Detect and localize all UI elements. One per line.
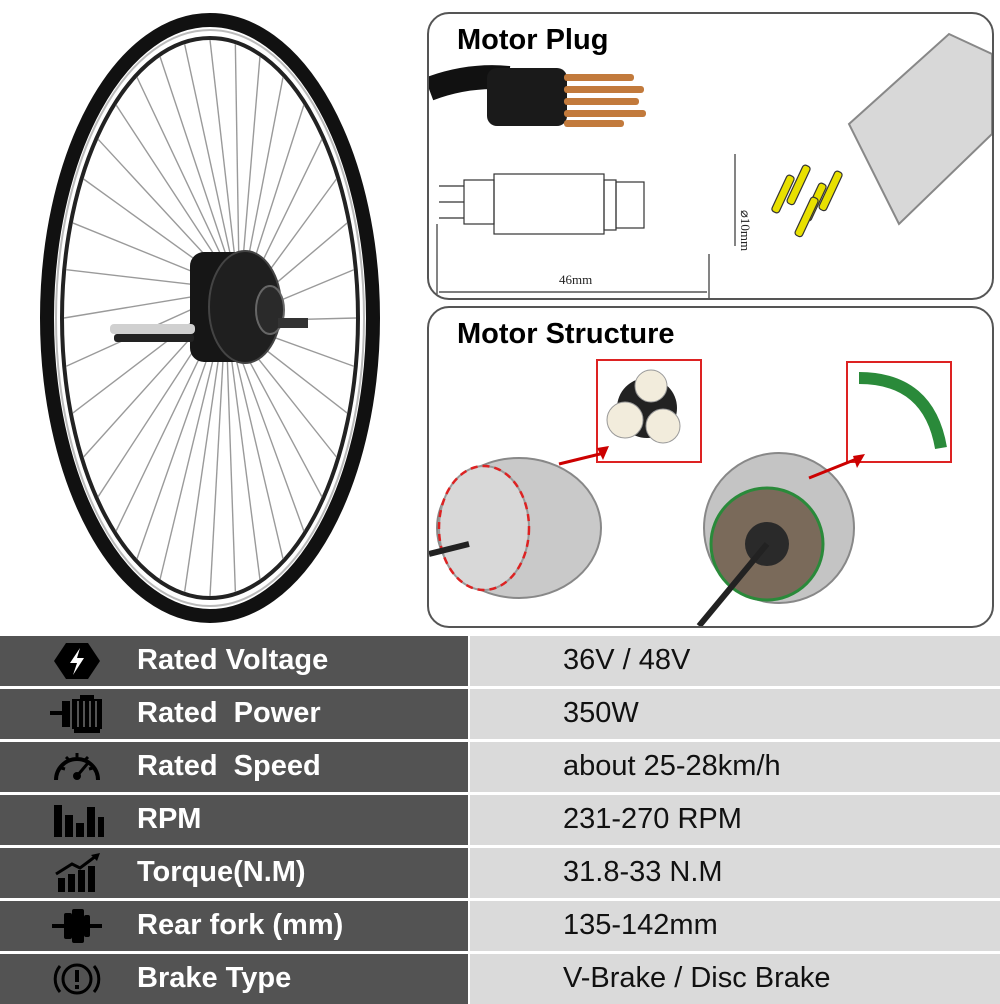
motor-structure-title: Motor Structure: [457, 318, 675, 350]
wheel-spoke: [97, 138, 222, 273]
bar-chart-icon: [54, 805, 104, 837]
wheel-spoke: [115, 104, 225, 270]
wheel-spoke: [209, 39, 237, 270]
spec-label: RPM: [137, 803, 202, 835]
spec-row-brake-type: Brake Type V-Brake / Disc Brake: [0, 954, 1000, 1004]
spec-value: V-Brake / Disc Brake: [563, 962, 831, 994]
brake-warning-icon: [53, 963, 101, 995]
spec-row-rated-power: Rated Power 350W: [0, 689, 1000, 739]
hub-axle-icon: [52, 909, 102, 943]
wheel-spoke: [229, 346, 261, 580]
motor-plug-illustration: 46mm ⌀10mm: [429, 32, 992, 298]
wheel-spoke: [115, 326, 216, 532]
wheel-spoke: [240, 56, 261, 277]
spec-value: 231-270 RPM: [563, 803, 742, 835]
ebike-wheel-image: [40, 13, 380, 623]
wheel-spoke: [235, 344, 305, 532]
spec-table: Rated Voltage 36V / 48V Rated Power 350W: [0, 636, 1000, 1004]
spec-row-torque: Torque(N.M) 31.8-33 N.M: [0, 848, 1000, 898]
wheel-spoke: [238, 341, 323, 498]
spec-label: Rated Voltage: [137, 644, 329, 676]
wheel-spoke: [234, 44, 240, 273]
motor-icon: [50, 695, 102, 733]
motor-structure-illustration: [429, 359, 952, 626]
spec-value: 31.8-33 N.M: [563, 856, 723, 888]
spec-row-rated-voltage: Rated Voltage 36V / 48V: [0, 636, 1000, 686]
motor-plug-panel: Motor Plug 46mm ⌀10mm: [427, 12, 994, 300]
spec-label: Torque(N.M): [137, 856, 306, 888]
wheel-spoke: [159, 56, 231, 268]
wheel-spoke: [66, 269, 215, 288]
wheel-spoke: [209, 344, 225, 597]
wheel-spoke: [159, 337, 220, 580]
wheel-spoke: [183, 44, 234, 268]
spec-value: 350W: [563, 697, 639, 729]
wheel-spoke: [243, 77, 284, 282]
spec-value: about 25-28km/h: [563, 750, 781, 782]
wheel-spoke: [136, 332, 217, 559]
wheel-spoke: [226, 346, 237, 592]
plug-length-dimension: 46mm: [559, 272, 592, 287]
wheel-spoke: [136, 76, 228, 268]
wheel-spoke: [63, 292, 214, 319]
spec-row-rpm: RPM 231-270 RPM: [0, 795, 1000, 845]
wheel-spoke: [232, 346, 284, 559]
lightning-hexagon-icon: [54, 643, 100, 679]
spec-value: 36V / 48V: [563, 644, 691, 676]
spec-label: Rear fork (mm): [137, 909, 344, 941]
motor-structure-panel: Motor Structure: [427, 306, 994, 628]
spec-row-rear-fork: Rear fork (mm) 135-142mm: [0, 901, 1000, 951]
spec-row-rated-speed: Rated Speed about 25-28km/h: [0, 742, 1000, 792]
spec-label: Rated Speed: [137, 750, 321, 782]
motor-plug-title: Motor Plug: [457, 24, 609, 56]
speedometer-icon: [54, 753, 100, 781]
rising-bars-icon: [55, 853, 100, 892]
spec-value: 135-142mm: [563, 909, 718, 941]
wheel-spoke: [183, 341, 222, 592]
spec-label: Rated Power: [137, 697, 321, 729]
plug-diameter-dimension: ⌀10mm: [738, 210, 753, 251]
spec-label: Brake Type: [137, 962, 292, 994]
